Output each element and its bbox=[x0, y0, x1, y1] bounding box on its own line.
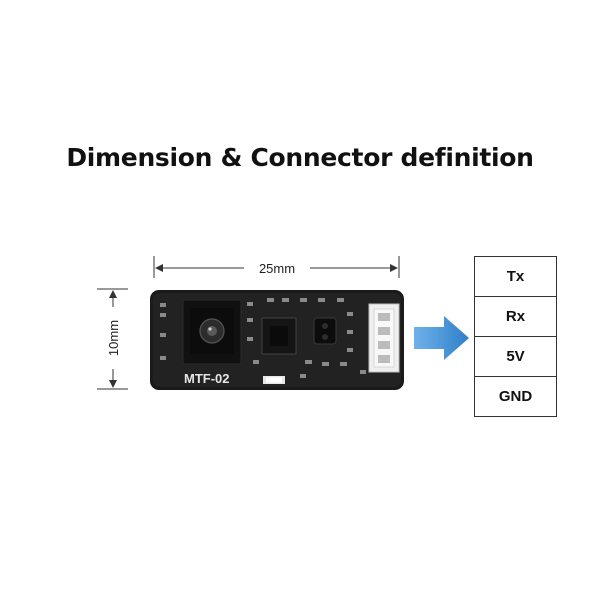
table-row: Tx bbox=[474, 256, 557, 297]
width-dimension: 25mm bbox=[153, 256, 400, 278]
table-row: 5V bbox=[474, 336, 557, 377]
pin-label: GND bbox=[474, 376, 557, 417]
table-row: Rx bbox=[474, 296, 557, 337]
connector-pin-table: Tx Rx 5V GND bbox=[474, 256, 557, 417]
pin-label: Tx bbox=[474, 256, 557, 297]
height-dimension: 10mm bbox=[97, 288, 128, 390]
page-title: Dimension & Connector definition bbox=[66, 143, 534, 172]
table-row: GND bbox=[474, 376, 557, 417]
pin-label: Rx bbox=[474, 296, 557, 337]
width-label: 25mm bbox=[259, 261, 295, 276]
right-arrow-icon bbox=[414, 316, 469, 360]
tof-sensor bbox=[313, 317, 337, 345]
pin-label: 5V bbox=[474, 336, 557, 377]
height-label: 10mm bbox=[106, 320, 121, 356]
board-label: MTF-02 bbox=[184, 371, 230, 386]
sensor-board: MTF-02 bbox=[150, 290, 404, 390]
connector-pins bbox=[378, 313, 390, 363]
